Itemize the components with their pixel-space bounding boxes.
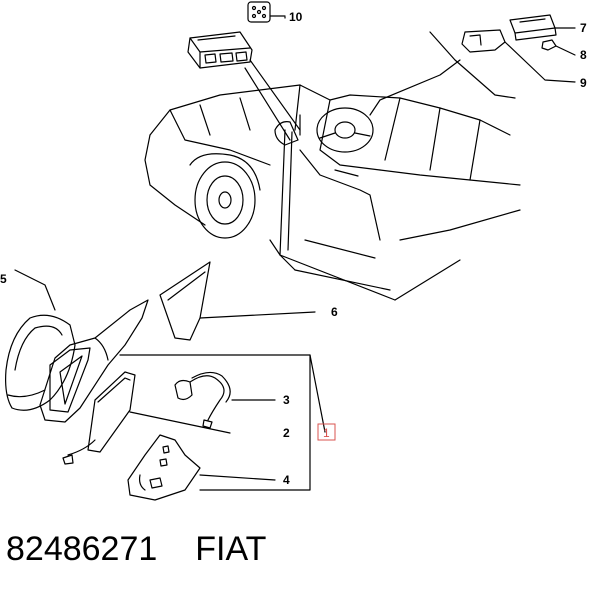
footer: 82486271 FIAT <box>6 530 266 569</box>
part-number: 82486271 <box>6 530 158 568</box>
switch-unit-10 <box>187 1 301 141</box>
callout-1-box <box>317 423 336 441</box>
car-illustration <box>144 31 521 301</box>
control-units-7-8-9 <box>461 14 576 83</box>
callout-7: 7 <box>580 21 587 35</box>
corner-trim-6 <box>159 261 316 341</box>
callout-9: 9 <box>580 76 587 90</box>
brand-name: FIAT <box>195 530 267 568</box>
wiring-harness-3 <box>174 371 276 429</box>
callout-6: 6 <box>331 305 338 319</box>
callout-4: 4 <box>283 473 290 487</box>
mirror-base-4 <box>127 434 276 501</box>
mirror-glass-2 <box>62 371 231 465</box>
callout-1: 1 <box>323 426 330 440</box>
leader-lines <box>284 16 326 433</box>
mirror-frame-1 <box>39 299 311 491</box>
callout-2: 2 <box>283 426 290 440</box>
callout-5: 5 <box>0 272 7 286</box>
callout-10: 10 <box>289 10 303 24</box>
callout-8: 8 <box>580 48 587 62</box>
callout-3: 3 <box>283 393 290 407</box>
mirror-housing-5 <box>5 269 76 411</box>
